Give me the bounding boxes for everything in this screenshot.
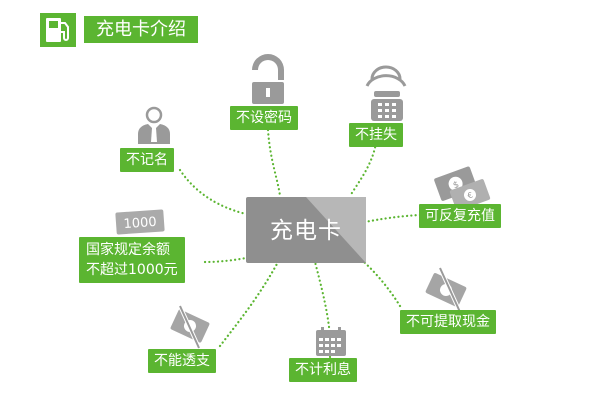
feature-tag-no-cash-withdrawal: 不可提取现金: [400, 310, 496, 334]
feature-tag-no-loss-report: 不挂失: [349, 123, 403, 147]
page-title: 充电卡介绍: [84, 16, 198, 43]
feature-tag-balance-limit-line1: 国家规定余额: [86, 242, 170, 258]
feature-tag-rechargeable: 可反复充值: [419, 204, 501, 228]
feature-tag-no-interest: 不计利息: [289, 358, 357, 382]
person-icon: [138, 106, 170, 144]
no-cash-icon: [425, 267, 467, 313]
svg-text:1000: 1000: [123, 215, 157, 232]
money-icon: $ €: [434, 166, 491, 211]
card-icon: [246, 197, 366, 263]
connector-balance-limit: [203, 256, 248, 264]
connector-no-cash-withdrawal: [362, 260, 402, 308]
svg-text:€: €: [466, 190, 474, 200]
feature-tag-balance-limit: 国家规定余额 不超过1000元: [79, 237, 185, 283]
telephone-icon: [365, 65, 407, 121]
connector-no-name: [178, 168, 248, 216]
center-card-label: 充电卡: [270, 218, 342, 244]
calendar-icon: [316, 327, 346, 356]
connector-rechargeable: [363, 213, 422, 224]
svg-text:$: $: [452, 180, 461, 191]
fuel-pump-icon: [40, 13, 76, 47]
no-overdraft-icon: [170, 305, 210, 349]
feature-tag-no-password: 不设密码: [230, 106, 298, 130]
connector-no-overdraft: [218, 260, 280, 348]
feature-tag-balance-limit-line2: 不超过1000元: [86, 262, 178, 278]
1000-banknote-icon: 1000: [115, 209, 165, 235]
connector-no-password: [266, 128, 282, 198]
feature-tag-no-overdraft: 不能透支: [148, 349, 216, 373]
feature-tag-no-name: 不记名: [120, 148, 174, 172]
connector-no-loss-report: [348, 141, 378, 198]
unlocked-padlock-icon: [252, 54, 284, 104]
